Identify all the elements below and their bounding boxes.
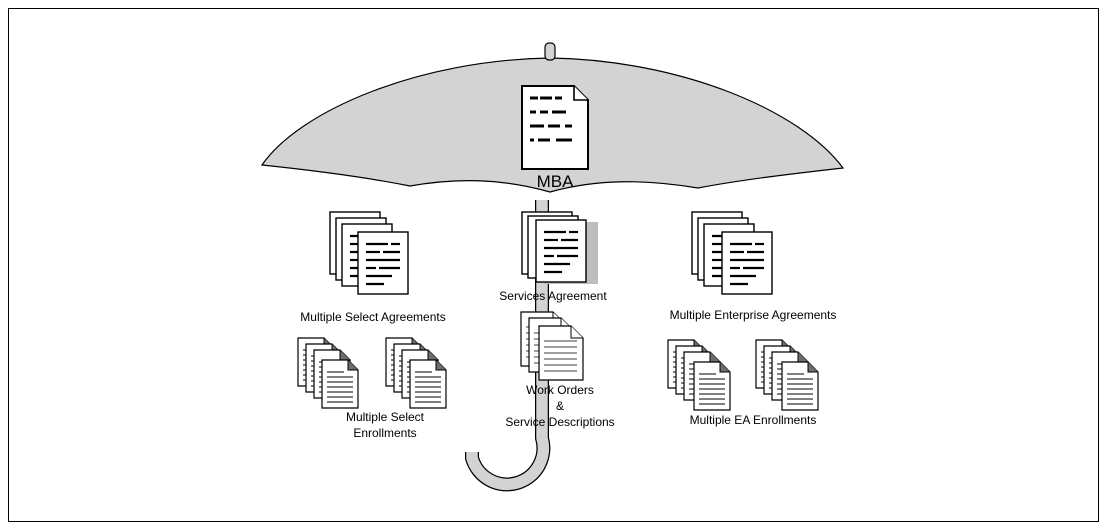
enterprise-agreements-icon — [690, 210, 774, 296]
ea-enrollments-icon — [667, 339, 819, 411]
select-enrollments-label-line2: Enrollments — [353, 426, 417, 440]
select-agreements-label: Multiple Select Agreements — [300, 310, 446, 324]
umbrella-tip — [544, 42, 556, 61]
enterprise-agreements-label: Multiple Enterprise Agreements — [669, 308, 837, 322]
select-enrollments-icon — [297, 337, 447, 409]
ea-enrollments-label: Multiple EA Enrollments — [689, 413, 817, 427]
work-orders-icon — [520, 311, 584, 381]
work-orders-label-line1: Work Orders — [526, 383, 594, 397]
mba-label: MBA — [536, 172, 574, 191]
services-agreement-label: Services Agreement — [499, 289, 607, 303]
work-orders-label-line3: Service Descriptions — [505, 415, 615, 429]
select-agreements-icon — [328, 210, 410, 296]
mba-document-icon — [521, 85, 589, 170]
select-enrollments-label-line1: Multiple Select — [345, 410, 425, 424]
services-agreement-icon — [520, 210, 598, 284]
work-orders-label-line2: & — [555, 399, 564, 413]
